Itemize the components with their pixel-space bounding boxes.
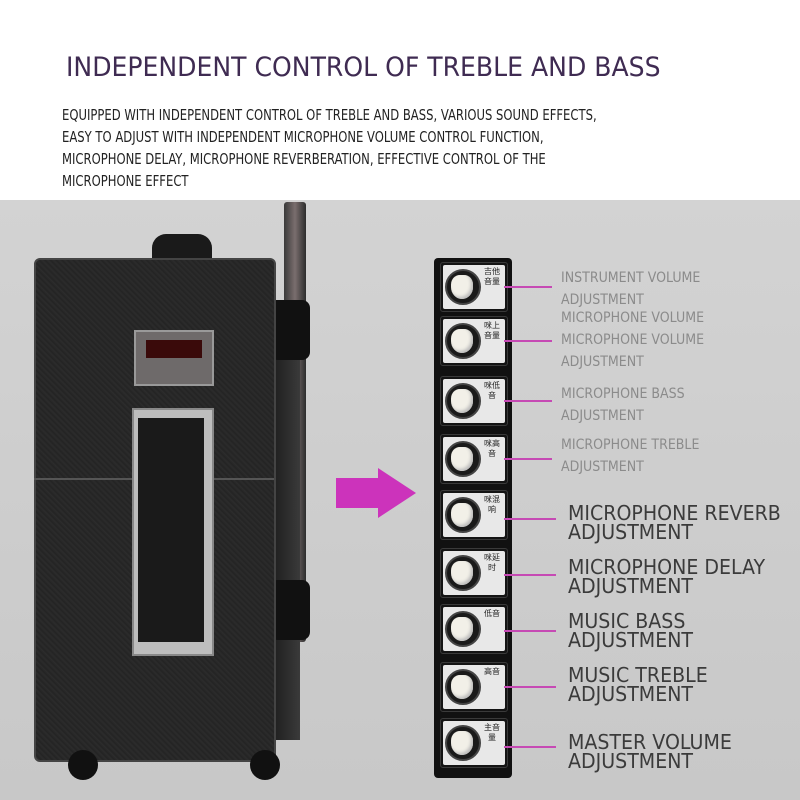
description-line: MICROPHONE EFFECT <box>62 172 189 190</box>
description: EQUIPPED WITH INDEPENDENT CONTROL OF TRE… <box>62 104 716 192</box>
connector-line <box>504 400 552 402</box>
knob-cn-label: 低音 <box>484 609 500 618</box>
knob-microphone-delay[interactable]: 咪延时 <box>440 548 508 598</box>
connector-line <box>504 340 552 342</box>
knob-cn-label: 咪延时 <box>484 553 500 572</box>
knob-cn-label: 咪上音量 <box>484 321 500 340</box>
connector-line <box>504 458 552 460</box>
knob-microphone-bass[interactable]: 咪低音 <box>440 376 508 426</box>
arrow-head-icon <box>378 468 416 518</box>
knob-cn-label: 主音量 <box>484 723 500 742</box>
knob-cn-label: 咪混响 <box>484 495 500 514</box>
knob-microphone-treble[interactable]: 咪高音 <box>440 434 508 484</box>
knob-cn-label: 咪低音 <box>484 381 500 400</box>
knob-master-volume[interactable]: 主音量 <box>440 718 508 768</box>
connector-line <box>504 746 556 748</box>
page-title: INDEPENDENT CONTROL OF TREBLE AND BASS <box>66 52 661 83</box>
knob-microphone-volume[interactable]: 咪上音量 <box>440 316 508 366</box>
knob-music-treble[interactable]: 高音 <box>440 662 508 712</box>
speaker-display <box>134 330 214 386</box>
knob-cn-label: 咪高音 <box>484 439 500 458</box>
display-screen <box>146 340 202 358</box>
knob-cn-label: 吉他音量 <box>484 267 500 286</box>
knob-cn-label: 高音 <box>484 667 500 676</box>
knob-music-bass[interactable]: 低音 <box>440 604 508 654</box>
description-line: MICROPHONE DELAY, MICROPHONE REVERBERATI… <box>62 150 546 168</box>
knob-microphone-reverb[interactable]: 咪混响 <box>440 490 508 540</box>
wheel <box>68 750 98 780</box>
connector-line <box>504 630 556 632</box>
wheel <box>250 750 280 780</box>
pole-bracket <box>270 300 310 360</box>
connector-line <box>504 286 552 288</box>
description-line: EQUIPPED WITH INDEPENDENT CONTROL OF TRE… <box>62 106 597 124</box>
header: INDEPENDENT CONTROL OF TREBLE AND BASS E… <box>0 0 800 200</box>
description-line: EASY TO ADJUST WITH INDEPENDENT MICROPHO… <box>62 128 544 146</box>
connector-line <box>504 518 556 520</box>
arrow-right-icon <box>336 478 386 508</box>
pole-bracket <box>270 580 310 640</box>
connector-line <box>504 574 556 576</box>
knob-instrument-volume[interactable]: 吉他音量 <box>440 262 508 312</box>
speaker-handle <box>152 234 212 260</box>
connector-line <box>504 686 556 688</box>
control-panel-knobs <box>138 418 204 642</box>
